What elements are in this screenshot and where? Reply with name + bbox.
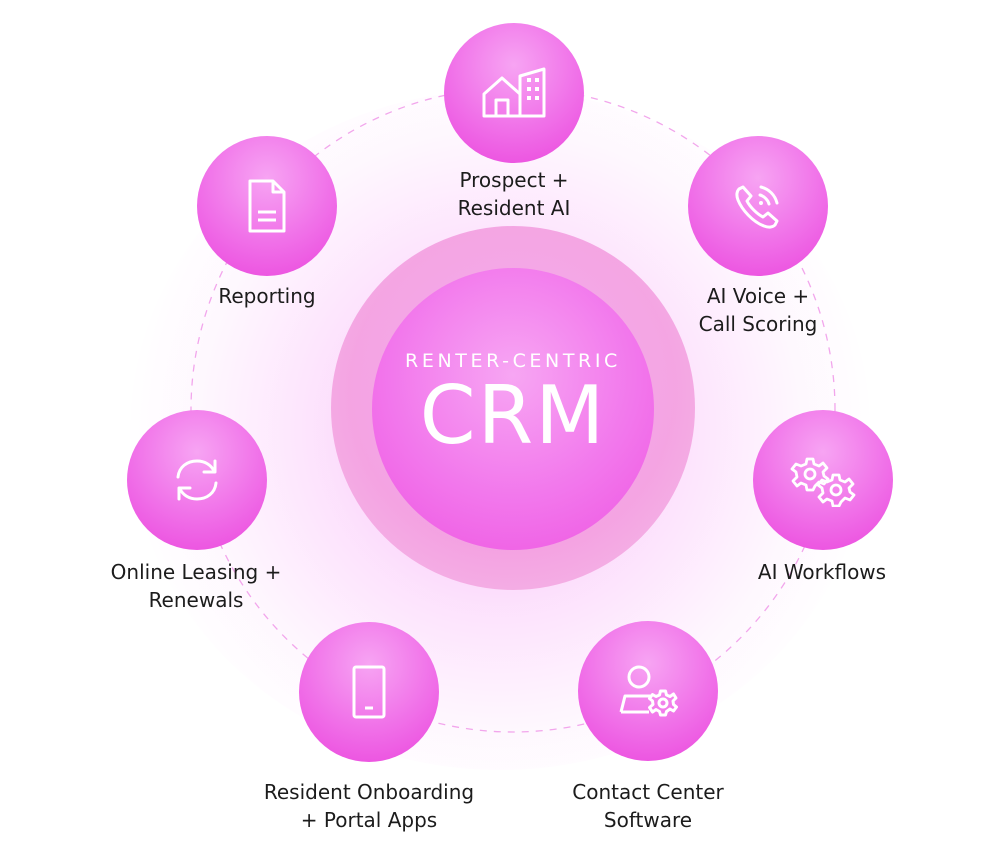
document-icon [245,178,289,234]
core-title: CRM [419,369,607,462]
node-ai-voice-call-scoring[interactable] [688,136,828,276]
node-contact-center-software[interactable] [578,621,718,761]
label-online-leasing-renewals: Online Leasing + Renewals [110,560,282,612]
node-online-leasing-renewals[interactable] [127,410,267,550]
label-prospect-resident-ai: Prospect + Resident AI [457,168,571,220]
label-contact-center-software: Contact Center Software [572,780,724,832]
refresh-icon [169,453,225,507]
gears-icon [790,453,856,507]
label-reporting: Reporting [218,284,316,308]
crm-core: RENTER-CENTRIC CRM [372,268,654,550]
label-ai-voice-call-scoring: AI Voice + Call Scoring [698,284,818,336]
node-resident-onboarding[interactable] [299,622,439,762]
node-prospect-resident-ai[interactable] [444,23,584,163]
phone-call-icon [731,179,785,233]
node-reporting[interactable] [197,136,337,276]
label-ai-workflows: AI Workflows [757,560,887,584]
mobile-phone-icon [349,664,389,720]
label-resident-onboarding: Resident Onboarding + Portal Apps [263,780,475,832]
user-settings-icon [617,664,679,718]
buildings-icon [480,66,548,120]
core-subtitle: RENTER-CENTRIC [405,350,621,372]
node-ai-workflows[interactable] [753,410,893,550]
